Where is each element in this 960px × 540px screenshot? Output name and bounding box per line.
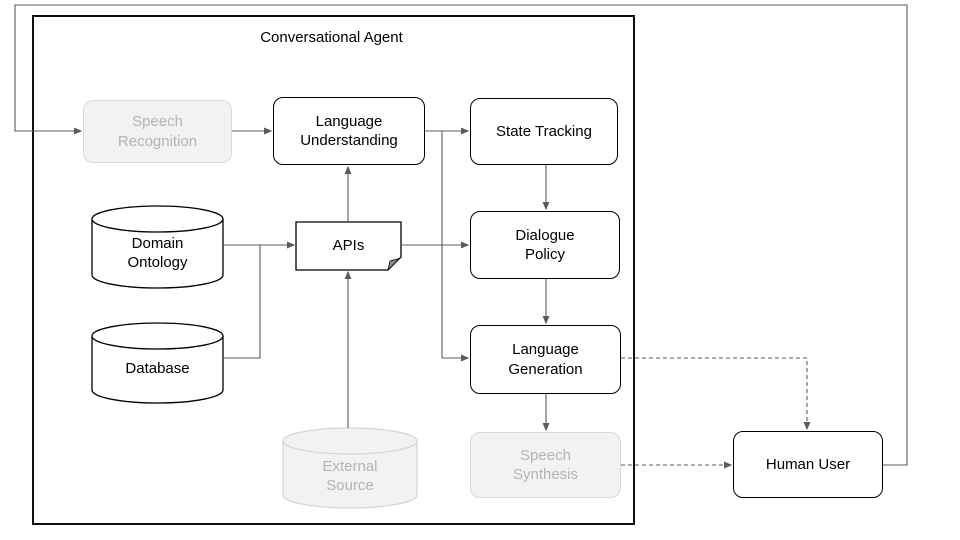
node-language-understanding: Language Understanding xyxy=(273,97,425,165)
node-external-source-label: External Source xyxy=(322,457,378,495)
node-human-user: Human User xyxy=(733,431,883,498)
node-state-tracking: State Tracking xyxy=(470,98,618,165)
edge-language-generation-to-human-user xyxy=(621,357,811,431)
node-database-label: Database xyxy=(125,360,190,378)
node-language-generation: Language Generation xyxy=(470,325,621,394)
node-dialogue-policy: Dialogue Policy xyxy=(470,211,620,279)
node-speech-recognition: Speech Recognition xyxy=(83,100,232,163)
diagram-title: Conversational Agent xyxy=(260,29,403,46)
node-apis-label: APIs xyxy=(332,237,365,255)
node-domain-ontology-label: Domain Ontology xyxy=(127,234,188,272)
node-speech-synthesis: Speech Synthesis xyxy=(470,432,621,498)
